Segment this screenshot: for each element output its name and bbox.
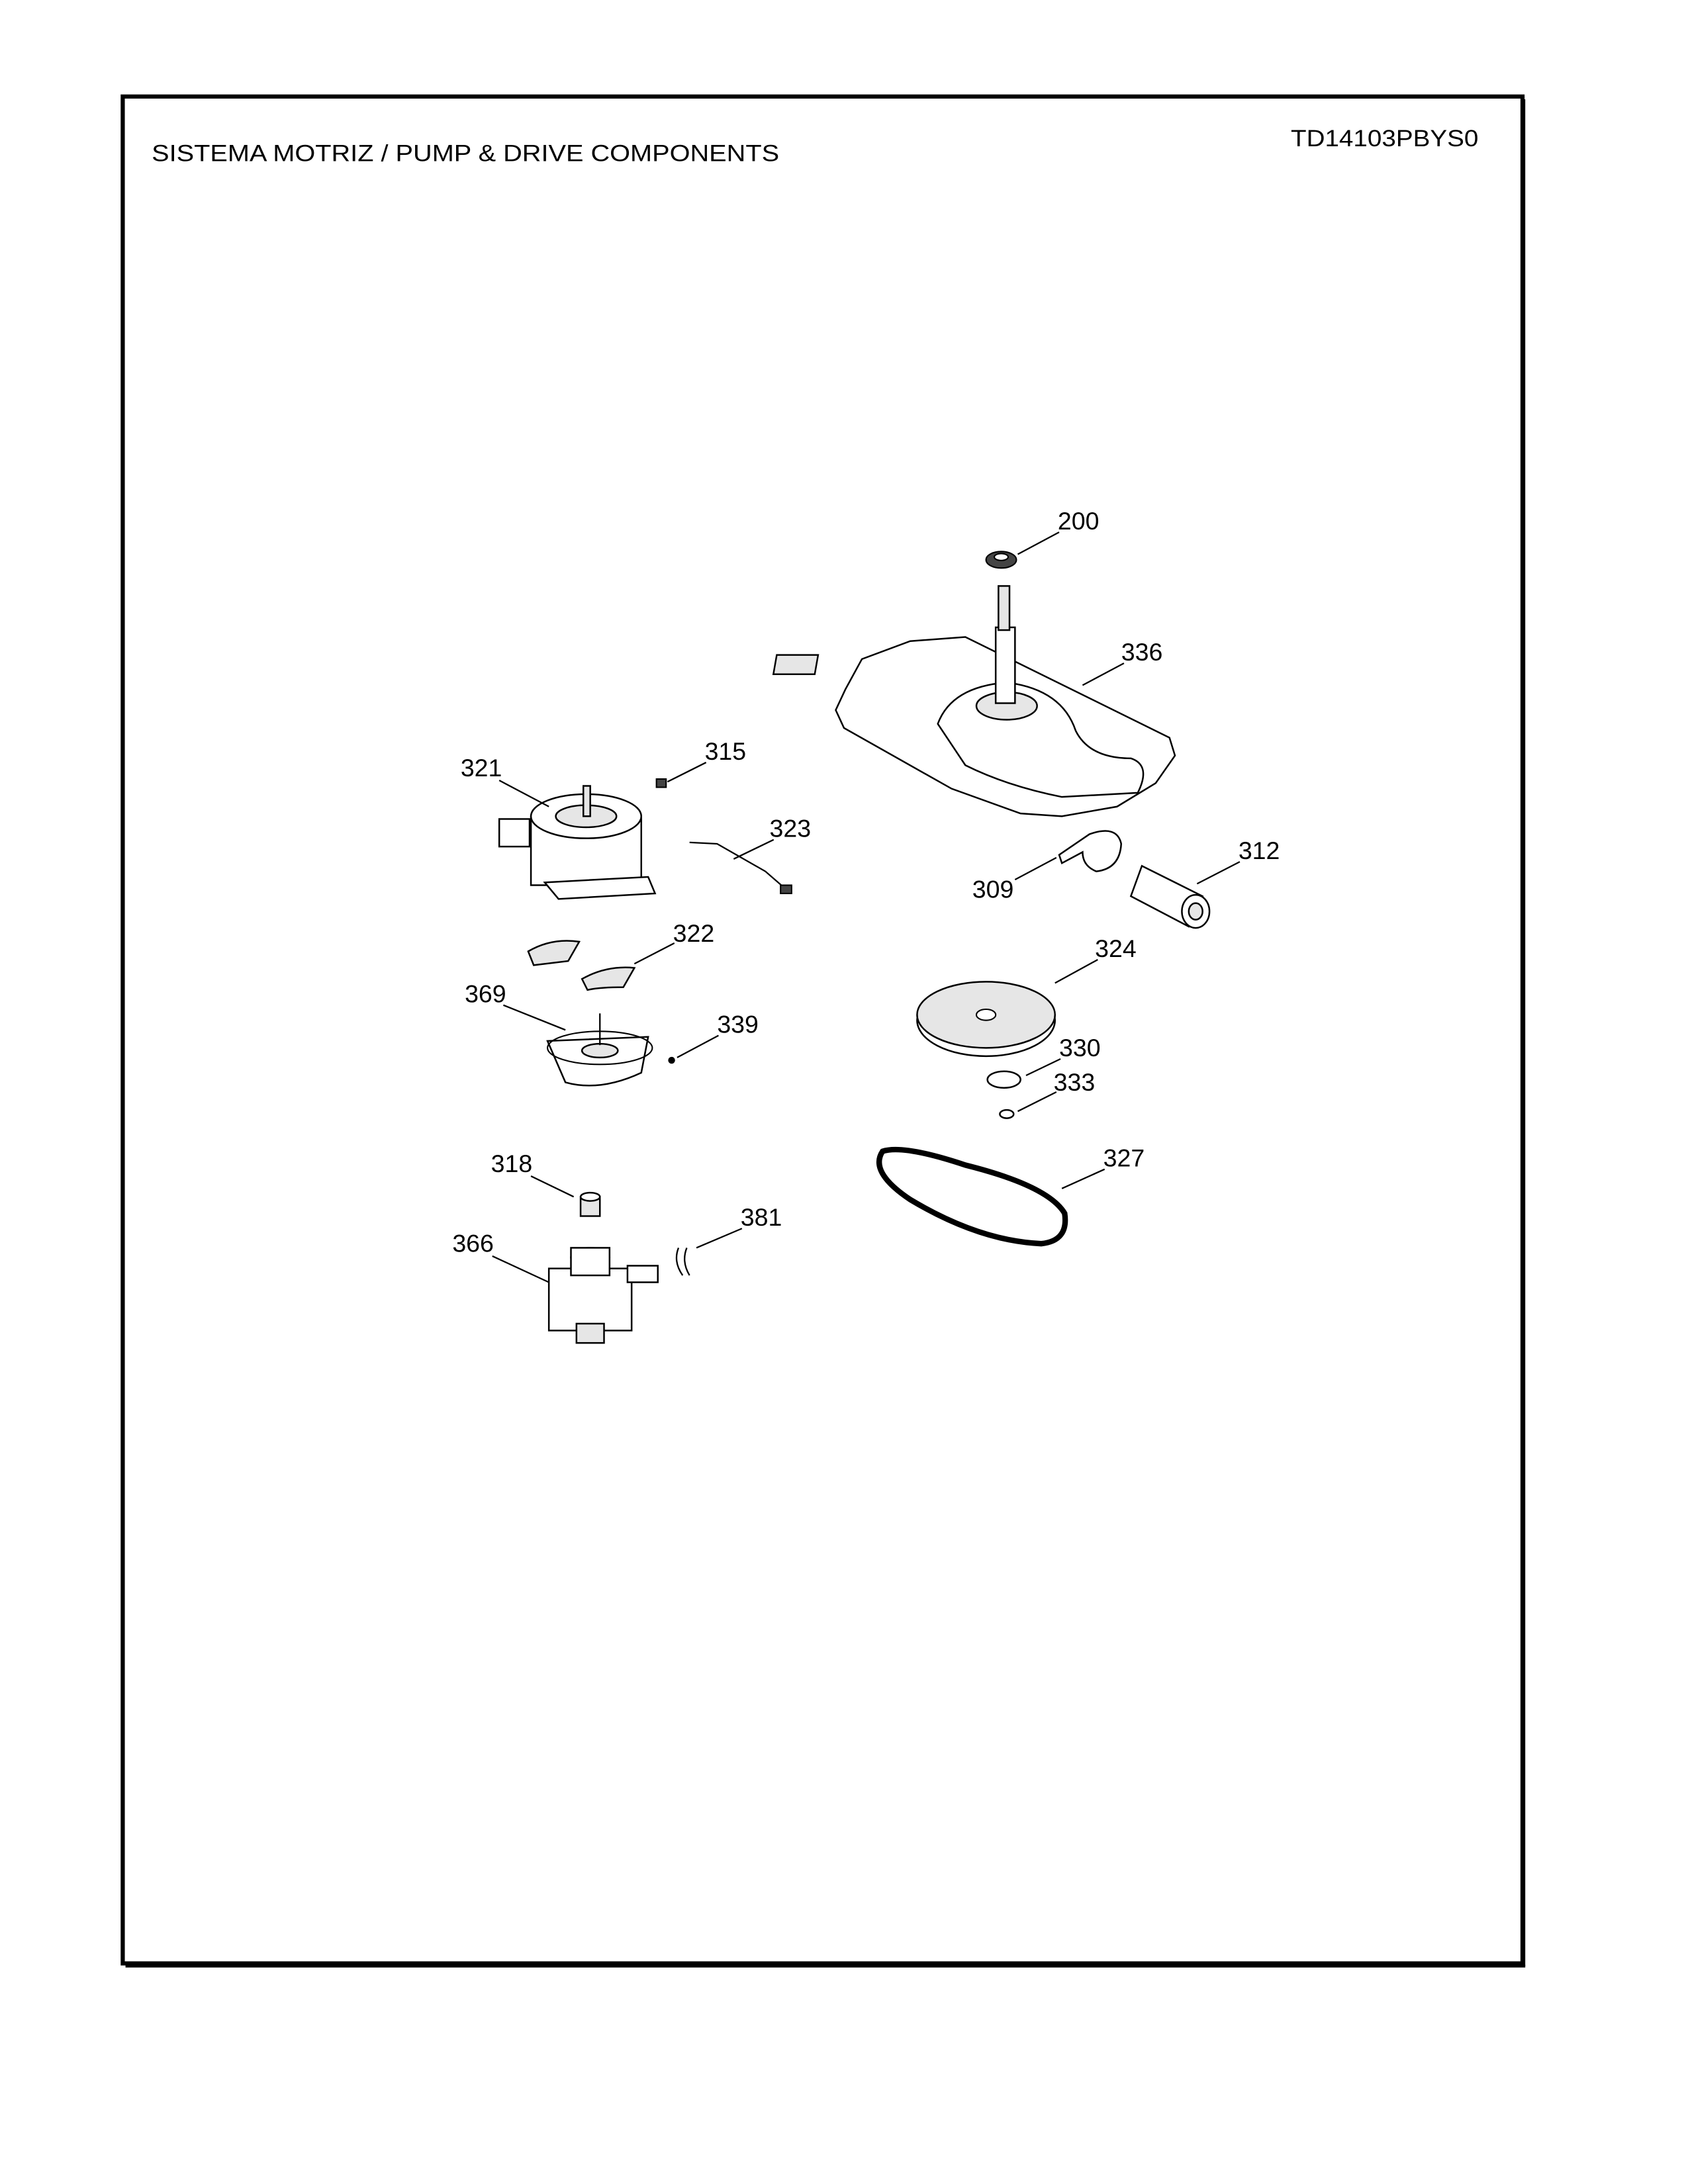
callout-381: 381: [741, 1203, 782, 1231]
callout-309: 309: [972, 875, 1014, 903]
leader-330: [1025, 1058, 1061, 1077]
leader-369: [502, 1004, 566, 1031]
leader-322: [633, 942, 675, 965]
leader-315: [667, 762, 707, 783]
callout-333: 333: [1054, 1068, 1096, 1096]
leader-321: [498, 780, 549, 807]
part-318-pump-filter[interactable]: [579, 1191, 601, 1217]
part-200-seal[interactable]: [985, 551, 1017, 569]
leader-309: [1014, 856, 1057, 881]
callout-labels: 200 336 315 321 323 312 309 322 324 369 …: [452, 507, 1280, 1257]
leader-200: [1017, 531, 1060, 555]
leader-381: [696, 1228, 743, 1249]
leader-lines: [492, 531, 1241, 1283]
leader-323: [733, 839, 774, 860]
part-333-retaining-ring[interactable]: [999, 1109, 1015, 1119]
leader-339: [677, 1034, 719, 1058]
part-309-capacitor-bracket[interactable]: [1058, 830, 1123, 872]
part-321-motor[interactable]: [498, 785, 657, 900]
callout-315: 315: [705, 737, 747, 765]
callout-324: 324: [1095, 934, 1137, 962]
diagram-title: SISTEMA MOTRIZ / PUMP & DRIVE COMPONENTS: [152, 140, 779, 167]
leader-312: [1196, 861, 1241, 885]
leader-327: [1061, 1168, 1105, 1189]
callout-327: 327: [1103, 1144, 1145, 1172]
page-border: [120, 94, 1525, 1966]
callout-336: 336: [1121, 638, 1163, 666]
leader-318: [530, 1175, 575, 1198]
leader-324: [1055, 958, 1098, 984]
callout-312: 312: [1239, 837, 1280, 864]
part-339-screw[interactable]: [668, 1056, 675, 1064]
callout-321: 321: [461, 754, 502, 782]
part-315-clip[interactable]: [655, 778, 667, 788]
part-336-mounting-plate[interactable]: [772, 585, 1176, 817]
part-366-drain-pump[interactable]: [547, 1247, 659, 1344]
part-369-fan[interactable]: [546, 1013, 653, 1087]
callout-318: 318: [491, 1150, 533, 1177]
callout-322: 322: [673, 919, 715, 947]
part-312-capacitor[interactable]: [1129, 864, 1211, 929]
part-323-wire-harness[interactable]: [689, 841, 792, 895]
callout-339: 339: [717, 1010, 759, 1038]
leader-336: [1082, 662, 1125, 686]
model-number: TD14103PBYS0: [1291, 125, 1478, 152]
callout-200: 200: [1058, 507, 1100, 535]
callout-330: 330: [1059, 1034, 1101, 1062]
callout-369: 369: [465, 980, 506, 1008]
part-322-motor-pads[interactable]: [527, 940, 636, 991]
callout-323: 323: [770, 815, 812, 842]
leader-333: [1017, 1091, 1057, 1113]
part-324-pulley[interactable]: [916, 981, 1056, 1058]
part-327-drive-belt[interactable]: [876, 1146, 1068, 1247]
leader-366: [492, 1255, 549, 1283]
part-381-hose-clamp[interactable]: [675, 1247, 690, 1276]
callout-366: 366: [452, 1230, 494, 1257]
part-330-washer[interactable]: [986, 1070, 1021, 1089]
